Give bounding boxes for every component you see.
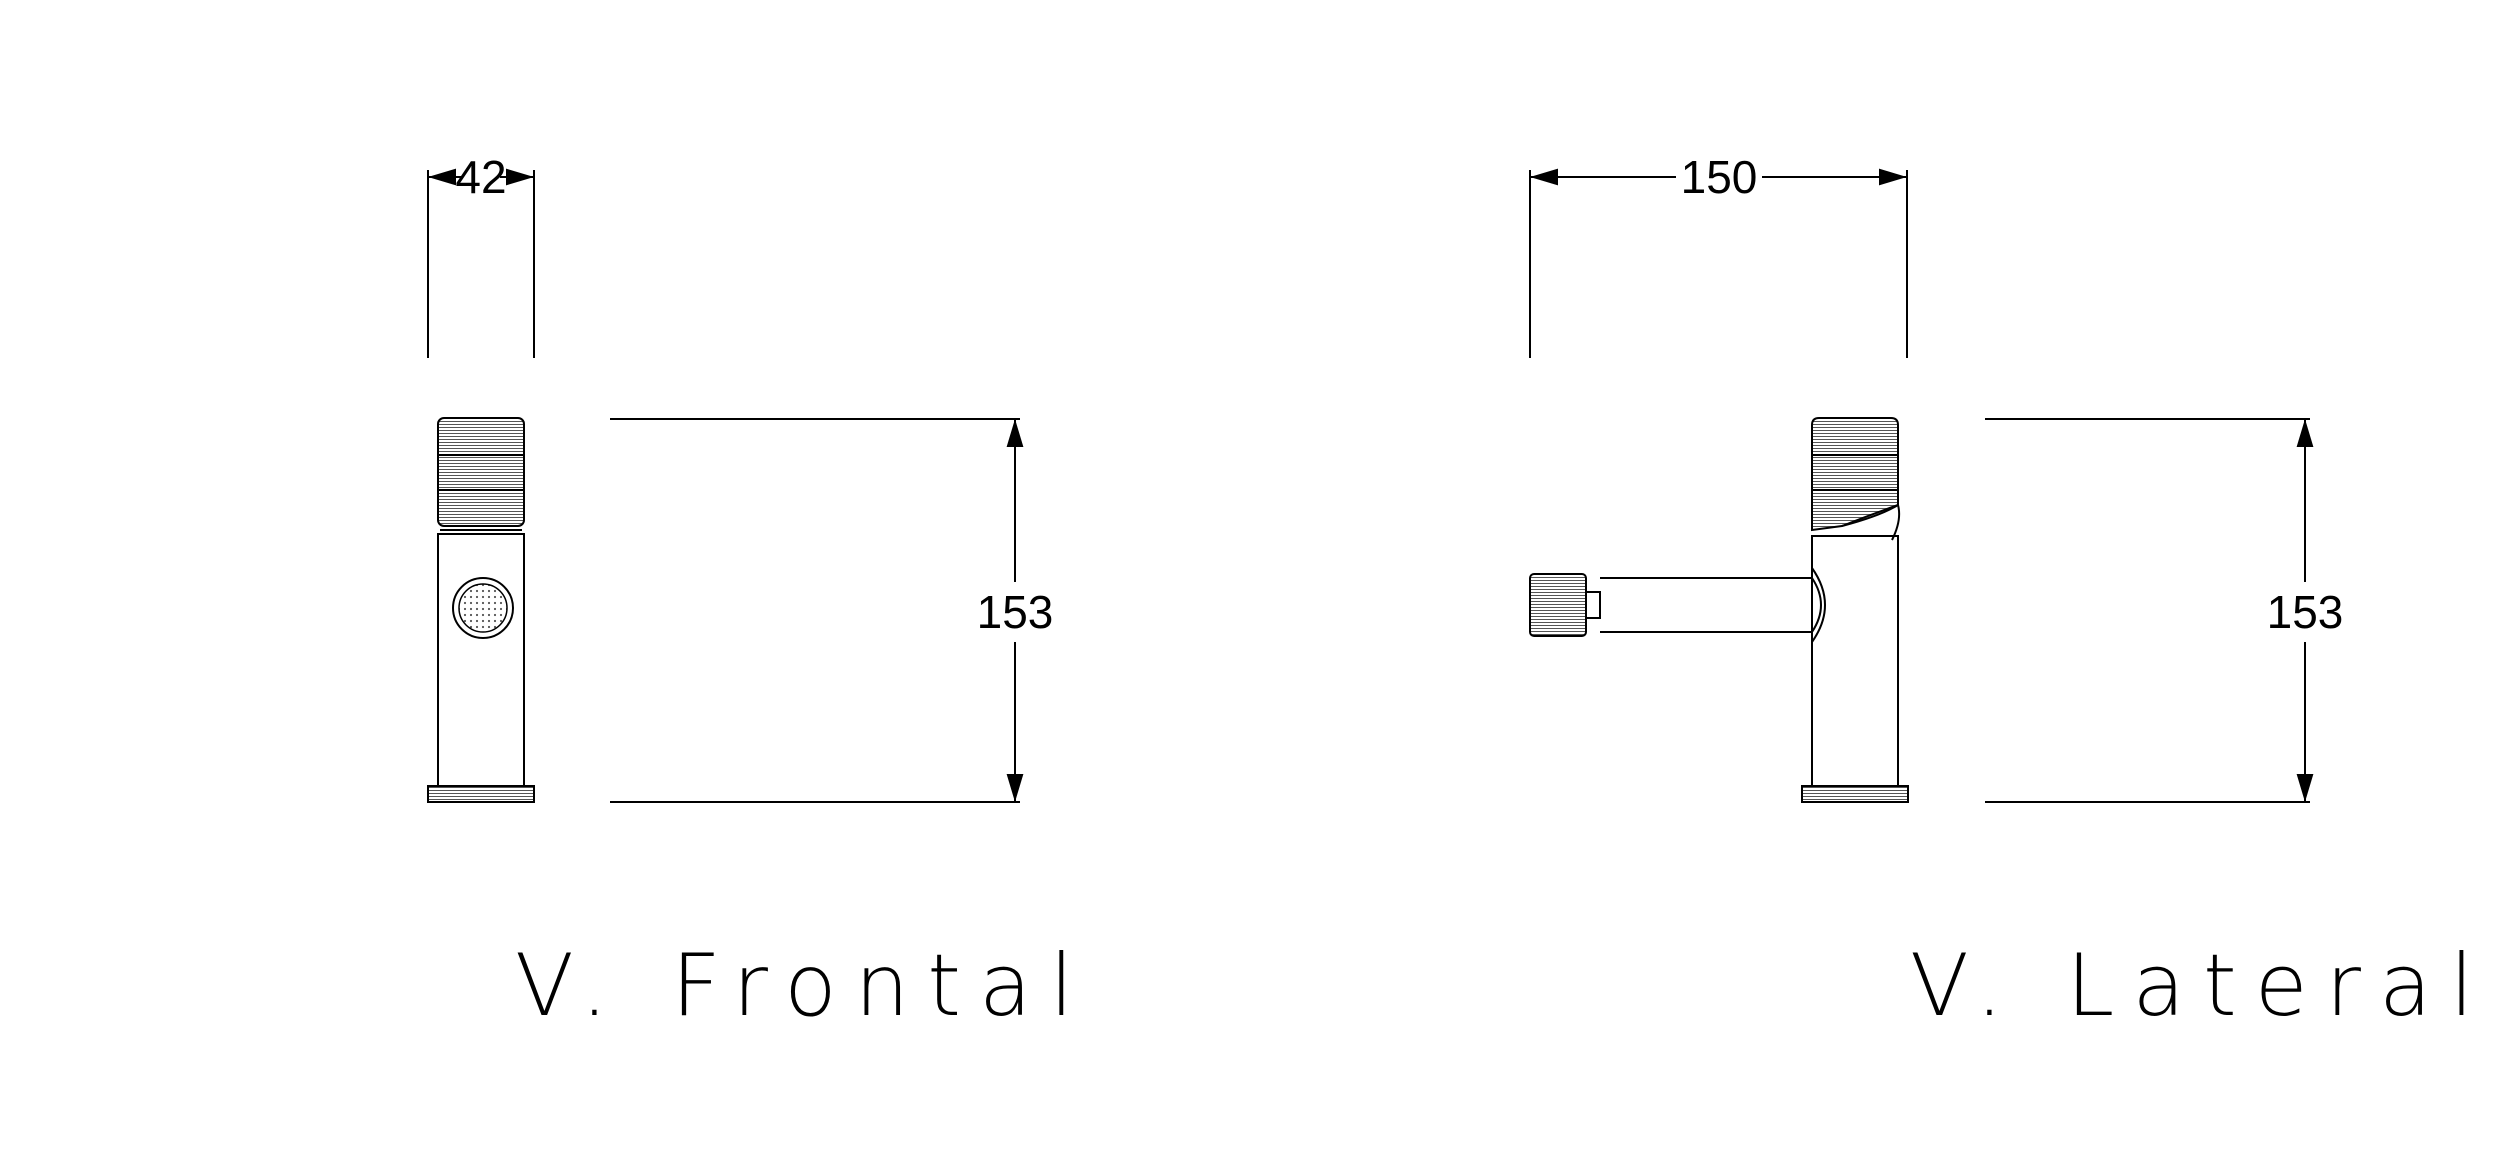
front-faucet bbox=[427, 417, 535, 803]
front-view: 42 153 bbox=[427, 151, 1054, 803]
side-view-title: V. Lateral bbox=[1910, 936, 2492, 1036]
front-height-label: 153 bbox=[977, 586, 1054, 638]
side-view: 150 bbox=[1529, 151, 2344, 803]
side-height-label: 153 bbox=[2267, 586, 2344, 638]
front-height-dimension bbox=[610, 418, 1024, 803]
front-width-label: 42 bbox=[455, 151, 506, 203]
front-view-title: V. Frontal bbox=[515, 936, 1092, 1036]
side-width-label: 150 bbox=[1681, 151, 1758, 203]
side-faucet bbox=[1529, 417, 1909, 803]
front-width-dimension bbox=[427, 168, 535, 358]
side-height-dimension bbox=[1985, 418, 2314, 803]
side-width-dimension bbox=[1529, 168, 1908, 358]
